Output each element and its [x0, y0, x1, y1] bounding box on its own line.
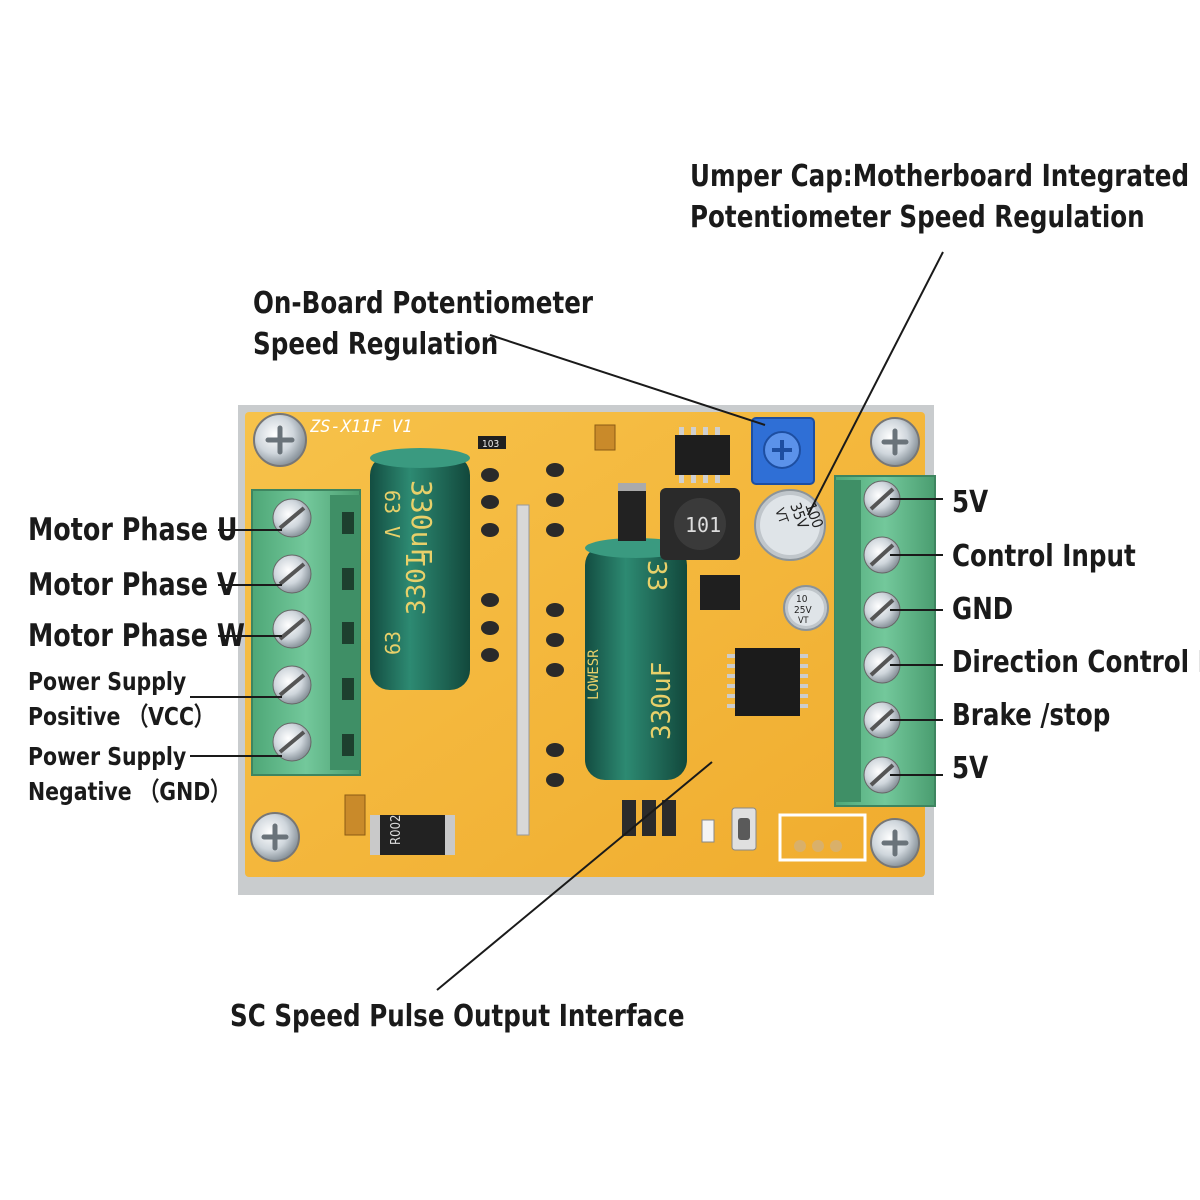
capacitor-small-top: 100 35V VT — [754, 489, 827, 561]
svg-text:R002: R002 — [389, 815, 404, 845]
mounting-screw-bottom-left — [250, 812, 300, 862]
mounting-screw-top-right — [870, 417, 920, 467]
svg-text:VT: VT — [798, 616, 809, 626]
capacitor-middle: 330uF 33 LOWESR — [585, 538, 687, 780]
label-direction-control: Direction Control DIR — [952, 645, 1200, 680]
sc-header — [778, 813, 867, 862]
svg-text:10: 10 — [796, 594, 808, 605]
capacitor-left: 330uF 63 V 330I 63 — [370, 448, 470, 690]
label-control-input: Control Input — [952, 539, 1136, 574]
svg-text:103: 103 — [482, 439, 499, 450]
board-title: ZS-X11F V1 — [309, 417, 412, 437]
label-jumper-line1: Umper Cap:Motherboard Integrated — [690, 159, 1190, 194]
terminal-block-right — [834, 475, 936, 807]
label-potentiometer-line1: On-Board Potentiometer — [253, 286, 594, 321]
mounting-screw-bottom-right — [870, 818, 920, 868]
label-5v-top: 5V — [952, 485, 989, 520]
capacitor-c4 — [344, 794, 366, 836]
svg-text:VT: VT — [771, 506, 791, 526]
svg-text:101: 101 — [685, 513, 721, 537]
svg-text:330uF: 330uF — [405, 480, 438, 564]
transistor — [700, 575, 740, 610]
capacitor-small-bottom: 10 25V VT — [783, 585, 829, 631]
label-power-negative-line1: Power Supply — [28, 742, 187, 771]
label-sc-speed-pulse: SC Speed Pulse Output Interface — [230, 999, 685, 1034]
potentiometer — [751, 417, 815, 485]
label-brake-stop: Brake /stop — [952, 698, 1111, 733]
svg-text:330uF: 330uF — [647, 662, 677, 740]
label-motor-phase-u: Motor Phase U — [28, 512, 238, 548]
ic-u2 — [675, 427, 730, 483]
mosfet-column-left — [481, 463, 564, 787]
label-gnd: GND — [952, 592, 1014, 627]
svg-text:63 V: 63 V — [380, 490, 404, 538]
label-potentiometer-line2: Speed Regulation — [253, 327, 499, 362]
svg-text:33: 33 — [641, 560, 671, 591]
svg-text:LOWESR: LOWESR — [586, 649, 602, 700]
capacitor-c5 — [594, 424, 616, 451]
terminal-block-left — [251, 489, 361, 776]
label-motor-phase-w: Motor Phase W — [28, 618, 245, 654]
terminal-screws-left — [272, 498, 312, 762]
svg-text:330I: 330I — [402, 552, 432, 615]
inductor: 101 — [660, 488, 740, 560]
diode-d1 — [618, 483, 646, 541]
mosfet-heat-strip — [516, 504, 530, 836]
label-power-negative-line2: Negative （GND） — [28, 777, 231, 806]
svg-text:25V: 25V — [794, 605, 812, 616]
shunt-resistor: R002 — [370, 815, 455, 855]
label-5v-bottom: 5V — [952, 751, 989, 786]
label-power-positive-line2: Positive （VCC） — [28, 702, 215, 731]
svg-text:63: 63 — [381, 631, 405, 655]
mounting-screw-top-left — [253, 413, 307, 467]
main-controller-ic — [727, 648, 808, 716]
label-motor-phase-v: Motor Phase V — [28, 567, 237, 603]
resistor-r37: 103 — [478, 436, 506, 450]
button-sw1 — [731, 807, 757, 851]
label-jumper-line2: Potentiometer Speed Regulation — [690, 200, 1145, 235]
label-power-positive-line1: Power Supply — [28, 667, 187, 696]
leader-lines — [190, 251, 944, 991]
